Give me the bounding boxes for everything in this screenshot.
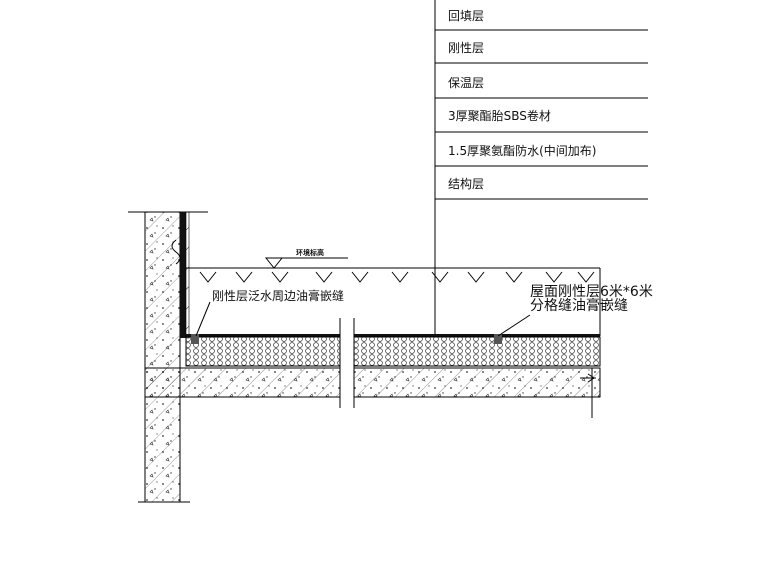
wall bbox=[128, 211, 208, 503]
rigid-grid-note-line1: 屋面刚性层6米*6米 bbox=[530, 284, 653, 300]
flashing-sealant-note: 刚性层泛水周边油膏嵌缝 bbox=[212, 288, 344, 303]
slab-hatch bbox=[145, 368, 600, 397]
break-line bbox=[339, 318, 355, 408]
soil-marks bbox=[199, 271, 595, 283]
break-gap bbox=[340, 318, 354, 408]
flashing-note-leader bbox=[195, 301, 211, 337]
structural-slab bbox=[144, 367, 601, 418]
wall-edge-curl bbox=[171, 239, 181, 265]
joint-mark bbox=[191, 334, 199, 344]
membrane-layer bbox=[186, 334, 600, 337]
backfill-zone: 环境标高 bbox=[186, 248, 601, 336]
layer-label-insulation: 保温层 bbox=[448, 76, 484, 90]
wall-upturn-finish bbox=[185, 211, 190, 339]
layer-label-rigid: 刚性层 bbox=[448, 41, 484, 55]
rigid-grid-note-line2: 分格缝油膏嵌缝 bbox=[530, 297, 628, 314]
ground-level-marker bbox=[264, 257, 284, 269]
slab-arrow bbox=[580, 373, 596, 383]
rigid-grid-note: 屋面刚性层6米*6米 分格缝油膏嵌缝 bbox=[497, 284, 653, 337]
layer-label-backfill: 回填层 bbox=[448, 9, 484, 23]
wall-membrane-upturn bbox=[180, 212, 186, 338]
roof-layers bbox=[185, 301, 601, 367]
layer-label-polyurethane: 1.5厚聚氨酯防水(中间加布) bbox=[448, 143, 596, 158]
layer-label-sbs-membrane: 3厚聚酯胎SBS卷材 bbox=[448, 108, 551, 123]
joint-mark bbox=[494, 334, 502, 344]
ground-level-label: 环境标高 bbox=[296, 248, 324, 257]
rigid-grid-note-leader bbox=[497, 314, 531, 337]
wall-hatch bbox=[145, 212, 180, 502]
layer-label-structure: 结构层 bbox=[448, 176, 484, 191]
insulation-layer bbox=[185, 336, 601, 367]
layer-legend: 回填层 刚性层 保温层 3厚聚酯胎SBS卷材 1.5厚聚氨酯防水(中间加布) 结… bbox=[434, 0, 648, 336]
